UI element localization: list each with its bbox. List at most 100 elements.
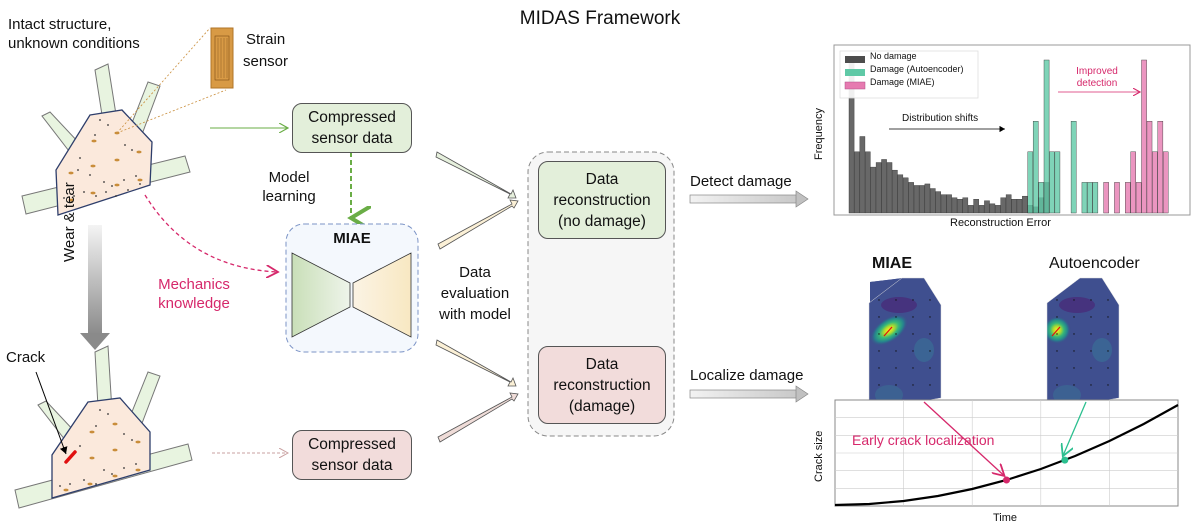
histogram-bar: [946, 194, 952, 214]
compressed-sensor-data-bottom: Compressed sensor data: [292, 430, 412, 480]
histogram-bar: [995, 205, 1001, 214]
histogram-bar: [881, 159, 887, 214]
annotation-improved-detection: Improved detection: [1076, 66, 1118, 89]
detect-damage-arrow: [689, 190, 809, 208]
crack-mark: [64, 450, 77, 464]
histogram-bar: [1022, 195, 1028, 214]
strain-sensor-callout: [116, 27, 227, 134]
histogram-bar: [1135, 182, 1142, 214]
legend-label-miae: Damage (MIAE): [870, 77, 935, 87]
histogram-bar: [984, 200, 990, 214]
histogram-bar: [919, 185, 925, 214]
histogram-legend: [839, 50, 979, 99]
histogram-bar: [892, 169, 898, 214]
data-reconstruction-damage: Data reconstruction (damage): [538, 346, 666, 424]
mechanics-line2: knowledge: [158, 295, 230, 312]
histogram-bar: [962, 197, 969, 214]
encoder-shape: [291, 252, 351, 338]
crack-chart-ylabel: Crack size: [813, 430, 825, 482]
histogram-bar: [1011, 199, 1017, 214]
wear-and-tear-arrow: [80, 225, 110, 350]
histogram-bar: [859, 136, 866, 214]
strain-sensor-label-line1: Strain: [246, 31, 286, 48]
histogram-bar: [989, 203, 996, 214]
histogram-bar: [902, 177, 909, 214]
histogram-bar: [1146, 120, 1153, 214]
histogram-bar: [1016, 199, 1023, 214]
histogram-bar: [1005, 194, 1012, 214]
histogram-bar: [854, 151, 860, 214]
histogram-bar: [1032, 120, 1039, 214]
histogram-bar: [1070, 120, 1077, 214]
heatmap-title-miae: MIAE: [872, 255, 912, 272]
localize-damage-arrow: [689, 385, 809, 403]
recon-nodamage-line2: reconstruction: [553, 191, 651, 209]
histogram-bar: [1130, 151, 1136, 214]
annotation-early-crack: Early crack localization: [852, 432, 995, 448]
wear-tear-label: Wear & tear: [61, 182, 78, 262]
histogram-bar: [1141, 59, 1147, 214]
histogram-bar: [886, 162, 893, 214]
legend-label-no-damage: No damage: [870, 51, 917, 61]
histogram-bar: [935, 191, 941, 214]
histogram-bar: [1114, 182, 1120, 214]
histogram-bar: [1092, 182, 1099, 214]
histogram-bar: [897, 174, 904, 214]
eval-line3: with model: [439, 306, 511, 323]
crack-size-chart: [834, 399, 1179, 507]
histogram-bar: [913, 185, 920, 214]
heatmap-autoencoder-plate: [1046, 277, 1120, 411]
legend-swatch-miae: [844, 81, 866, 90]
histogram-bar: [1027, 151, 1034, 214]
histogram-bar: [875, 162, 882, 214]
strain-sensor-label-line2: sensor: [243, 53, 289, 70]
crack-pointer-arrow: [35, 371, 68, 455]
histogram-bar: [1157, 120, 1164, 214]
legend-swatch-no-damage: [845, 56, 865, 63]
detection-arrow: [1063, 401, 1087, 456]
histogram-bar: [1000, 197, 1006, 214]
histogram-bar: [1152, 151, 1158, 214]
histogram-bar: [870, 166, 876, 214]
detection-arrow: [923, 401, 1005, 476]
sensor-dots-bottom: [59, 409, 137, 487]
histogram-bar: [1043, 59, 1050, 214]
histogram-ylabel: Frequency: [813, 108, 825, 160]
eval-line2: evaluation: [440, 285, 510, 302]
histogram-bar: [978, 205, 985, 214]
decoder-shape: [352, 252, 412, 338]
intact-label-line2: unknown conditions: [8, 35, 140, 52]
model-learning-label: Model learning: [256, 168, 322, 206]
histogram-bar: [940, 194, 947, 214]
histogram-bar: [908, 182, 914, 214]
miae-label: MIAE: [333, 230, 371, 247]
cracked-structure: [14, 345, 193, 509]
histogram-xlabel: Reconstruction Error: [950, 217, 1051, 229]
histogram-bar: [1054, 151, 1061, 214]
histogram-bar: [967, 205, 974, 214]
model-learning-line2: learning: [262, 188, 316, 205]
histogram-bar: [957, 199, 963, 214]
compressed-top-line2: sensor data: [311, 130, 393, 147]
intact-label-line1: Intact structure,: [8, 16, 112, 33]
histogram-bar: [1162, 151, 1169, 214]
strain-gauges-bottom: [63, 422, 141, 492]
compressed-top-line1: Compressed: [308, 109, 396, 126]
sensor-dots-top: [63, 119, 141, 199]
histogram-bar: [1038, 182, 1044, 214]
model-learning-line1: Model: [268, 169, 310, 186]
data-reconstruction-no-damage: Data reconstruction (no damage): [538, 161, 666, 239]
legend-swatch-autoencoder: [845, 69, 865, 76]
histogram-bar: [1049, 151, 1055, 214]
compressed-sensor-data-top: Compressed sensor data: [292, 103, 412, 153]
eval-line1: Data: [459, 264, 491, 281]
histogram-bar: [1103, 182, 1109, 214]
mechanics-line1: Mechanics: [158, 276, 230, 293]
mechanics-knowledge-arrow: [144, 194, 278, 272]
detection-marker: [1003, 476, 1010, 484]
histogram-bar: [1087, 182, 1093, 214]
recon-damage-line1: Data: [585, 355, 619, 373]
histogram-bar: [930, 188, 936, 214]
recon-damage-line3: (damage): [568, 397, 636, 415]
